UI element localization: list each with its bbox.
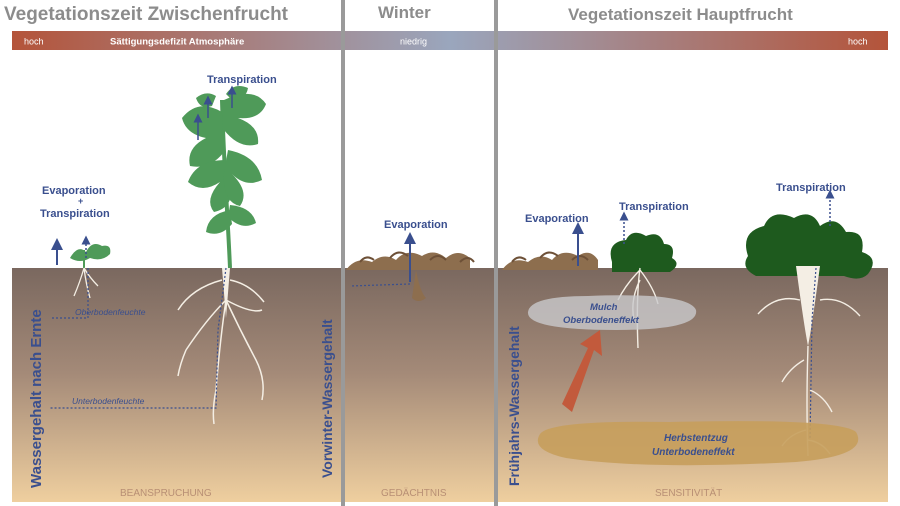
label-transpiration-left: Transpiration [207,74,277,86]
label-transpiration-right-small: Transpiration [619,201,689,213]
divider-right [494,0,498,506]
label-unterbodeneffekt: Unterbodeneffekt [652,447,735,458]
soil-profile [12,268,888,502]
mulch-topsoil-zone [527,295,697,330]
header-right: Vegetationszeit Hauptfrucht [568,5,793,24]
vertical-label-middle: Vorwinter-Wassergehalt [319,319,335,478]
label-unterbodenfeuchte: Unterbodenfeuchte [72,396,145,406]
upper-soil-moisture-line [50,268,89,319]
label-plus: + [78,196,83,206]
bar-center-label: niedrig [400,37,427,47]
header-left: Vegetationszeit Zwischenfrucht [4,4,289,25]
bar-left-label: hoch [24,37,44,47]
effect-arrow [562,330,602,412]
label-oberbodenfeuchte: Oberbodenfeuchte [75,307,146,317]
sugar-beet-plant [745,214,873,457]
label-oberbodeneffekt: Oberbodeneffekt [563,315,640,326]
label-transpiration-right-big: Transpiration [776,182,846,194]
small-catch-crop-plant [70,244,111,299]
tall-catch-crop-plant [177,86,266,425]
saturation-deficit-bar [12,31,888,50]
header-middle: Winter [378,3,431,22]
beet-moisture-line [809,267,817,441]
vertical-label-right: Frühjahrs-Wassergehalt [506,326,522,486]
footer-right: SENSITIVITÄT [655,487,722,499]
footer-left: BEANSPRUCHUNG [120,488,212,499]
lower-soil-moisture-line [50,267,227,409]
bar-right-label: hoch [848,37,868,47]
winter-mulch-residue [346,251,475,301]
footer-middle: GEDÄCHTNIS [381,487,447,499]
spring-mulch-residue [502,251,598,270]
label-transpiration-left2: Transpiration [40,208,110,220]
label-evaporation-winter: Evaporation [384,219,448,231]
vertical-label-left: Wassergehalt nach Ernte [28,309,45,488]
autumn-subsoil-zone [537,421,859,466]
label-evaporation-right: Evaporation [525,213,589,225]
bar-title: Sättigungsdefizit Atmosphäre [110,37,244,48]
divider-left [341,0,345,506]
label-herbstentzug: Herbstentzug [664,433,728,444]
label-mulch: Mulch [590,302,618,313]
label-evaporation-left: Evaporation [42,185,106,197]
